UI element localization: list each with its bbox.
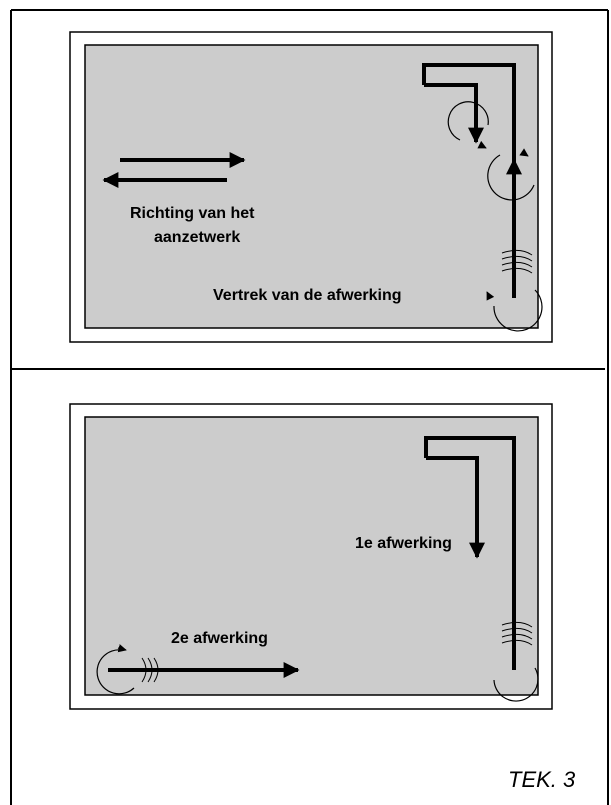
rotation-arrow-3 bbox=[486, 291, 495, 301]
second-spiral bbox=[141, 657, 159, 683]
start-label: Vertrek van de afwerking bbox=[213, 287, 402, 304]
bottom-diagram: 1e afwerking 2e afwerking bbox=[69, 403, 553, 710]
start-spiral bbox=[501, 249, 533, 274]
edge-track-bottom bbox=[424, 436, 516, 670]
second-finish-label: 2e afwerking bbox=[171, 630, 268, 647]
first-finish-label: 1e afwerking bbox=[355, 535, 452, 552]
inner-corner-track-bottom bbox=[426, 456, 479, 545]
bottom-panel-fill bbox=[84, 416, 539, 696]
rotation-circle-5 bbox=[96, 649, 135, 695]
first-spiral bbox=[501, 621, 533, 646]
rotation-arrow-2 bbox=[519, 148, 529, 157]
top-diagram: Richting van het aanzetwerk Vertrek van … bbox=[69, 31, 553, 343]
rotation-arrow-1 bbox=[477, 140, 487, 149]
rotation-circle-1 bbox=[447, 101, 489, 141]
rotation-circle-4 bbox=[493, 667, 539, 702]
outer-frame bbox=[10, 9, 609, 805]
figure-caption: TEK. 3 bbox=[508, 767, 576, 792]
direction-label-line1: Richting van het bbox=[130, 205, 255, 222]
rotation-circle-2 bbox=[487, 154, 535, 201]
rotation-arrow-5 bbox=[117, 644, 127, 653]
direction-label-line2: aanzetwerk bbox=[154, 229, 240, 246]
rotation-circle-3 bbox=[493, 289, 543, 332]
top-panel-fill bbox=[84, 44, 539, 329]
